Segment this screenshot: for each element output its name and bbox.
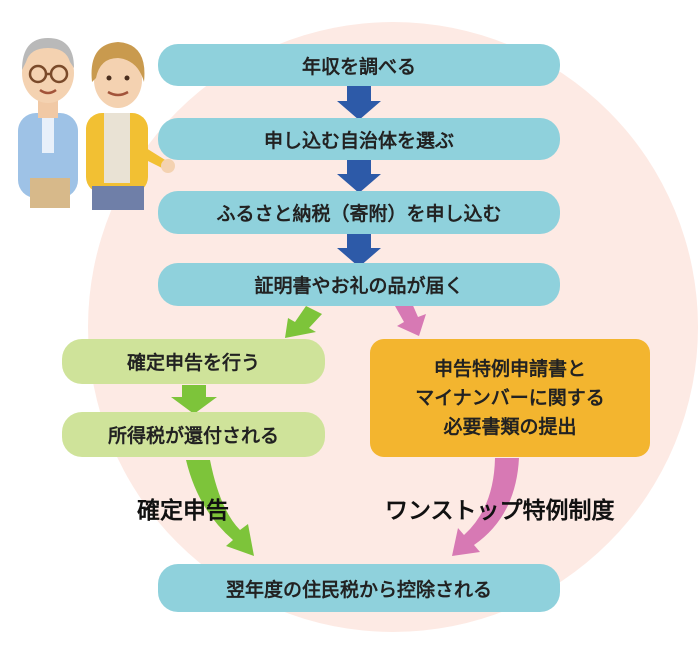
arrow-down-1: [337, 86, 381, 120]
arrow-pink-diagonal: [395, 301, 426, 336]
step-choose-municipality-text: 申し込む自治体を選ぶ: [263, 129, 454, 152]
step-residence-tax-deduction: 翌年度の住民税から控除される: [158, 564, 560, 612]
step-submit-application: 申告特例申請書と マイナンバーに関する 必要書類の提出: [370, 339, 650, 457]
step-check-income-text: 年収を調べる: [301, 55, 416, 78]
arrow-down-2: [337, 160, 381, 193]
step-receive-certificate-text: 証明書やお礼の品が届く: [254, 275, 464, 297]
label-one-stop-path: ワンストップ特例制度: [385, 498, 615, 524]
arrow-green-diagonal: [285, 306, 322, 338]
arrow-down-3: [337, 234, 381, 267]
step-file-tax-return: 確定申告を行う: [62, 339, 325, 384]
step-receive-certificate: 証明書やお礼の品が届く: [158, 263, 560, 306]
man-figure: [18, 38, 78, 208]
step-income-tax-refund-text: 所得税が還付される: [107, 425, 279, 447]
woman-figure: [86, 42, 175, 210]
step-file-tax-return-text: 確定申告を行う: [126, 352, 260, 374]
step-choose-municipality: 申し込む自治体を選ぶ: [158, 118, 560, 160]
arrow-pink-curved: [452, 458, 519, 556]
arrow-down-green: [171, 385, 217, 414]
elderly-couple-illustration: [18, 38, 175, 210]
label-tax-return-path: 確定申告: [137, 498, 229, 524]
arrow-green-curved: [186, 460, 254, 556]
step-apply-donation: ふるさと納税（寄附）を申し込む: [158, 191, 560, 234]
step-submit-application-text: 申告特例申請書と マイナンバーに関する 必要書類の提出: [415, 357, 605, 438]
step-income-tax-refund: 所得税が還付される: [62, 412, 325, 457]
step-apply-donation-text: ふるさと納税（寄附）を申し込む: [216, 203, 502, 225]
step-check-income: 年収を調べる: [158, 44, 560, 86]
step-residence-tax-deduction-text: 翌年度の住民税から控除される: [225, 578, 492, 601]
